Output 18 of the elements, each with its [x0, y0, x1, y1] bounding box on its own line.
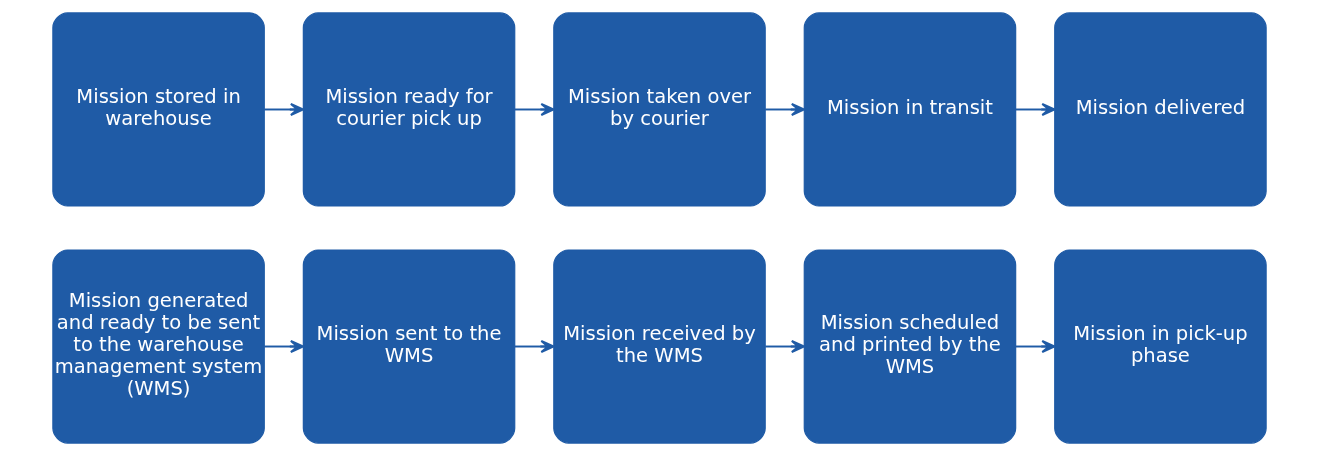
- arrow: [764, 103, 805, 116]
- arrow: [263, 340, 305, 353]
- arrow: [764, 340, 805, 353]
- node-box: Mission received by the WMS: [553, 249, 766, 444]
- node-box: Mission generated and ready to be sent to the warehouse management system (WMS): [52, 249, 265, 444]
- arrow: [1014, 103, 1056, 116]
- node-box: Mission sent to the WMS: [302, 249, 516, 444]
- arrow: [263, 103, 305, 116]
- node-box: Mission stored in warehouse: [52, 12, 265, 207]
- node-box: Mission delivered: [1054, 12, 1267, 207]
- arrow: [1014, 340, 1056, 353]
- node-box: Mission in transit: [803, 12, 1017, 207]
- arrow: [513, 340, 555, 353]
- arrow: [513, 103, 555, 116]
- node-box: Mission scheduled and printed by the WMS: [803, 249, 1017, 444]
- node-box: Mission taken over by courier: [553, 12, 766, 207]
- node-box: Mission in pick-up phase: [1054, 249, 1267, 444]
- node-box: Mission ready for courier pick up: [302, 12, 516, 207]
